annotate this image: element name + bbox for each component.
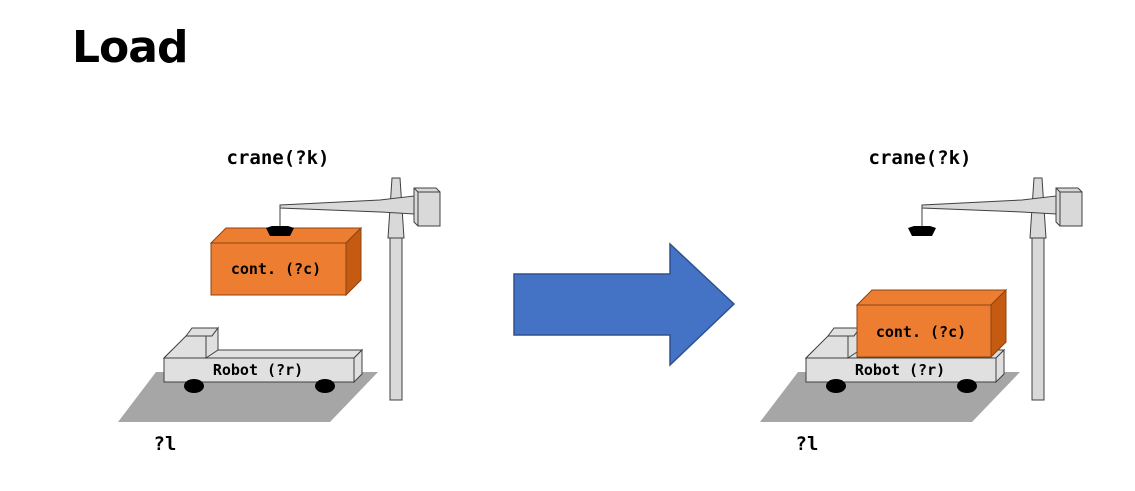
transition-arrow <box>513 242 736 367</box>
container-label: cont. (?c) <box>231 260 321 278</box>
crane-label: crane(?k) <box>869 147 972 169</box>
before-scene: crane(?k) cont. (?c) Robot (?r) ?l <box>117 147 441 455</box>
hook-icon <box>908 226 936 236</box>
robot-label: Robot (?r) <box>855 361 945 379</box>
location-label: ?l <box>154 433 177 455</box>
container <box>855 288 1008 359</box>
robot-label: Robot (?r) <box>213 361 303 379</box>
slide-title: Load <box>72 22 188 73</box>
location-label: ?l <box>796 433 819 455</box>
container <box>209 226 363 297</box>
container-label: cont. (?c) <box>876 323 966 341</box>
hook-icon <box>266 226 294 236</box>
after-scene: crane(?k) cont. (?c) Robot (?r) ?l <box>759 147 1083 455</box>
crane-label: crane(?k) <box>227 147 330 169</box>
